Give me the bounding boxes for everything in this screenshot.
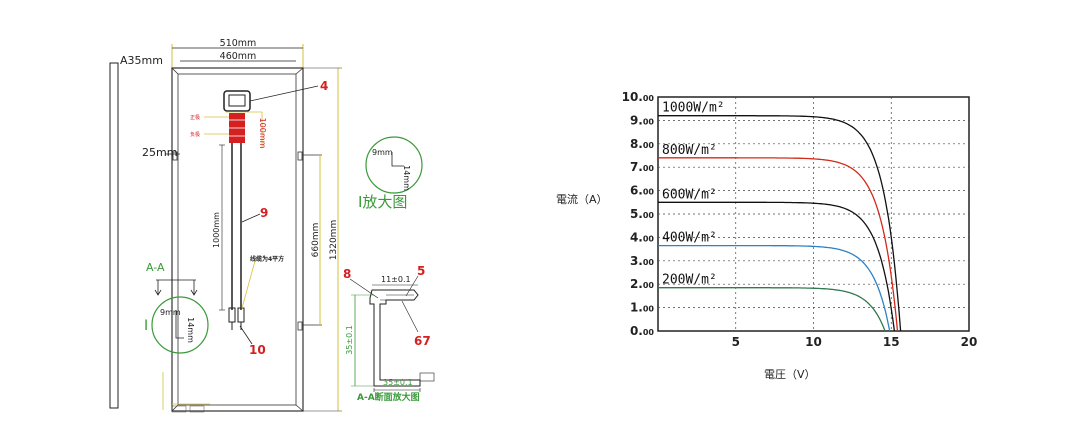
iv-chart: 電流（A） 電圧（V） 0.00 1.00 2.00 3.00 4.00 5.00 6.00… <box>556 90 977 381</box>
x-tick-label: 15 <box>883 335 900 349</box>
y-tick-label: 1.00 <box>630 301 654 315</box>
height-dimensions: 660mm 1320mm <box>303 67 342 412</box>
x-tick-label: 10 <box>805 335 822 349</box>
y-tick-label: 10.00 <box>622 90 655 104</box>
y-tick-label: 0.00 <box>630 324 654 338</box>
y-tick-label: 7.00 <box>630 160 654 174</box>
section-marker-aa: A-A I 9mm 14mm <box>144 261 209 354</box>
detail-i-title: I放大图 <box>358 193 407 211</box>
left-detail-symbol: I <box>144 318 148 334</box>
y-tick-label: 2.00 <box>630 277 654 291</box>
callout-9: 9 <box>260 206 268 220</box>
series-line <box>658 157 899 332</box>
left-detail-9mm: 9mm <box>160 308 181 317</box>
panel-frame <box>165 67 304 412</box>
y-tick-label: 8.00 <box>630 137 654 151</box>
red-label-positive: 正极 <box>190 114 200 121</box>
y-tick-label: 3.00 <box>630 254 654 268</box>
callout-5: 5 <box>417 264 425 278</box>
series-line <box>658 287 886 332</box>
y-tick-label: 4.00 <box>630 230 654 244</box>
y-tick-label: 6.00 <box>630 184 654 198</box>
dim-100: 100mm <box>258 118 267 149</box>
side-profile: A35mm <box>109 54 163 409</box>
x-axis-label: 電圧（V） <box>764 368 816 381</box>
detail-i: 9mm 14mm I放大图 <box>358 136 423 211</box>
section-dim-35-vertical: 35±0.1 <box>345 325 354 355</box>
series-label: 600W/m² <box>662 187 717 202</box>
callout-10: 10 <box>249 343 266 357</box>
plot-area: 0.00 1.00 2.00 3.00 4.00 5.00 6.00 7.00 8.00 9.00… <box>622 90 978 349</box>
section-dim-35-horizontal: 35±0.1 <box>383 378 413 387</box>
series-label: 200W/m² <box>662 273 717 288</box>
connector-labels: 正极 负极 <box>190 113 245 143</box>
detail-9mm: 9mm <box>372 148 393 157</box>
series-line <box>658 244 891 332</box>
series-label: 1000W/m² <box>662 101 725 116</box>
x-tick-label: 5 <box>732 335 740 349</box>
series-line <box>658 201 896 332</box>
dim-660: 660mm <box>311 223 321 258</box>
callout-4: 4 <box>320 79 328 93</box>
panel-drawing: A35mm 510mm 460mm 25mm <box>109 38 435 413</box>
dim-1320: 1320mm <box>329 220 339 260</box>
cables: 1000mm 线缆为4平方 <box>212 143 284 345</box>
left-detail-14mm: 14mm <box>186 317 195 343</box>
y-tick-label: 5.00 <box>630 207 654 221</box>
callout-67: 67 <box>414 334 431 348</box>
y-tick-label: 9.00 <box>630 113 654 127</box>
junction-box: 100mm <box>223 85 319 149</box>
dim-width-inner: 460mm <box>220 51 257 62</box>
dim-25: 25mm <box>142 146 177 159</box>
width-dimensions: 510mm 460mm <box>171 38 304 70</box>
section-title: A-A断面放大图 <box>357 391 420 403</box>
series-line <box>658 115 902 332</box>
callout-8: 8 <box>343 267 351 281</box>
dim-width-outer: 510mm <box>220 38 257 49</box>
x-tick-label: 20 <box>961 335 978 349</box>
bottom-dimensions <box>162 372 210 413</box>
cross-section-aa: 11±0.1 35±0.1 35±0.1 A-A断面放大图 8 5 67 <box>343 264 435 403</box>
dim-1000: 1000mm <box>212 212 221 248</box>
detail-14mm: 14mm <box>402 165 411 191</box>
series-label: 400W/m² <box>662 231 717 246</box>
series-label: 800W/m² <box>662 143 717 158</box>
cable-note: 线缆为4平方 <box>250 255 284 263</box>
side-profile-label: A35mm <box>120 54 163 67</box>
red-label-negative: 负极 <box>190 131 200 138</box>
section-dim-11: 11±0.1 <box>381 275 411 284</box>
section-aa-label: A-A <box>146 261 165 274</box>
y-axis-label: 電流（A） <box>556 192 608 206</box>
